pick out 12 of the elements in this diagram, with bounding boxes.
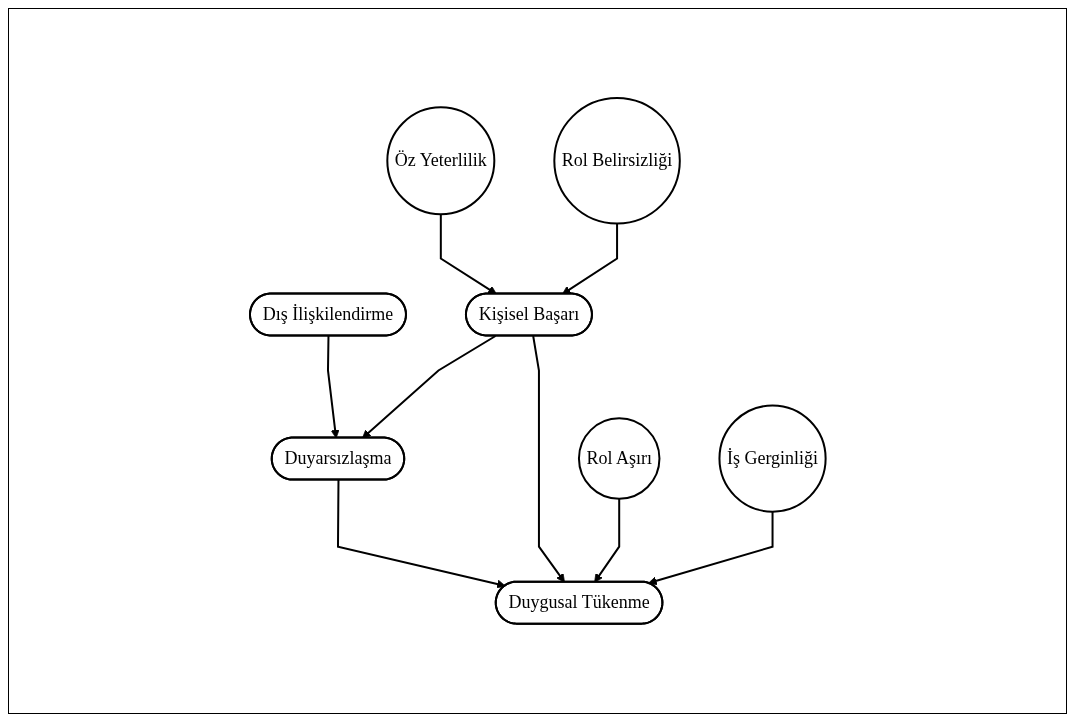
arrow	[593, 498, 620, 583]
node-circle: Rol Belirsizliği	[553, 97, 681, 225]
arrow	[326, 335, 340, 439]
arrow	[561, 222, 618, 295]
arrow	[361, 335, 497, 439]
arrow	[531, 335, 565, 583]
arrow	[336, 479, 506, 589]
arrow	[647, 510, 774, 586]
node-circle: Öz Yeterlilik	[386, 106, 495, 216]
node-circle: İş Gerginliği	[718, 404, 827, 513]
arrow	[439, 213, 497, 295]
node-circle: Rol Aşırı	[577, 417, 661, 500]
